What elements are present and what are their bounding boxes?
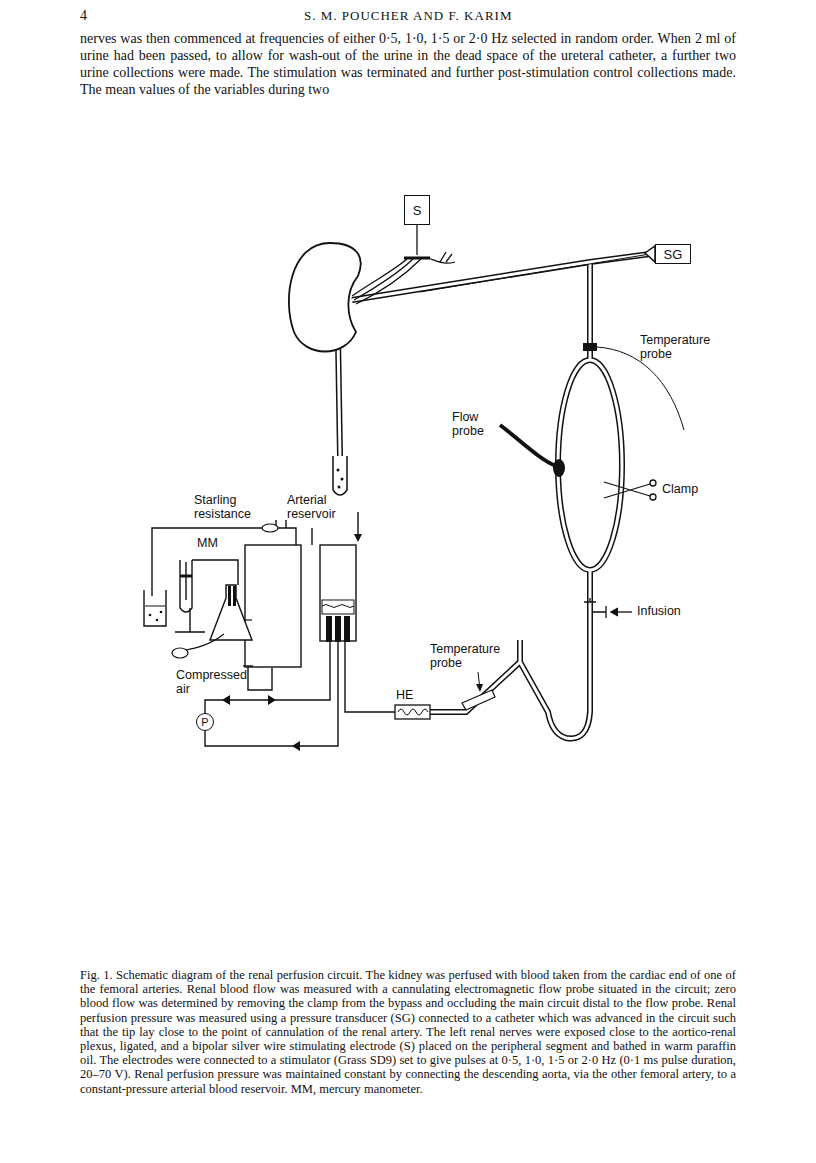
pressure-chamber (243, 665, 253, 666)
compressed-air-flask (172, 585, 252, 658)
tube-inner (338, 254, 650, 738)
tube-outer (338, 254, 650, 738)
probe-label: Temperature probe (640, 333, 710, 361)
running-head: S. M. POUCHER AND F. KARIM (304, 8, 512, 24)
page-number: 4 (80, 8, 87, 24)
kidney (289, 243, 361, 352)
body-text: nerves was then commenced at frequencies… (80, 30, 736, 98)
part-label: Arterial reservoir (287, 493, 336, 521)
nerve-electrode (352, 225, 455, 304)
probe-label: Flow probe (452, 410, 484, 438)
urine-tube (333, 456, 347, 495)
transducer-box: SG (655, 244, 691, 264)
beaker (144, 590, 166, 626)
flow-arrow (222, 695, 300, 751)
heat-exchanger (395, 705, 430, 719)
infusion-port (584, 598, 632, 618)
pressure-chamber (245, 545, 301, 667)
node-label: P (201, 716, 208, 728)
node-label: S (413, 203, 422, 218)
figure-caption: Fig. 1. Schematic diagram of the renal p… (80, 968, 736, 1096)
flow-probe (500, 425, 565, 477)
arterial-reservoir (320, 545, 356, 642)
node-label: SG (664, 247, 683, 262)
temperature-probe (462, 672, 495, 710)
transducer-tip (645, 246, 655, 262)
probe-label: Temperature probe (430, 642, 500, 670)
catheter (420, 254, 650, 292)
pump-circle: P (196, 713, 214, 731)
part-label: Compressed air (176, 668, 247, 696)
stimulator-box: S (404, 195, 430, 225)
flow-arrow (354, 534, 362, 542)
part-label: HE (396, 688, 413, 702)
infusion-label: Infusion (637, 604, 681, 618)
starling-resistor (262, 524, 278, 532)
clamp-label: Clamp (662, 482, 698, 496)
clamp (604, 480, 656, 500)
reservoir-circuit (152, 512, 395, 746)
part-label: MM (197, 536, 218, 550)
part-label: Starling resistance (194, 493, 251, 521)
